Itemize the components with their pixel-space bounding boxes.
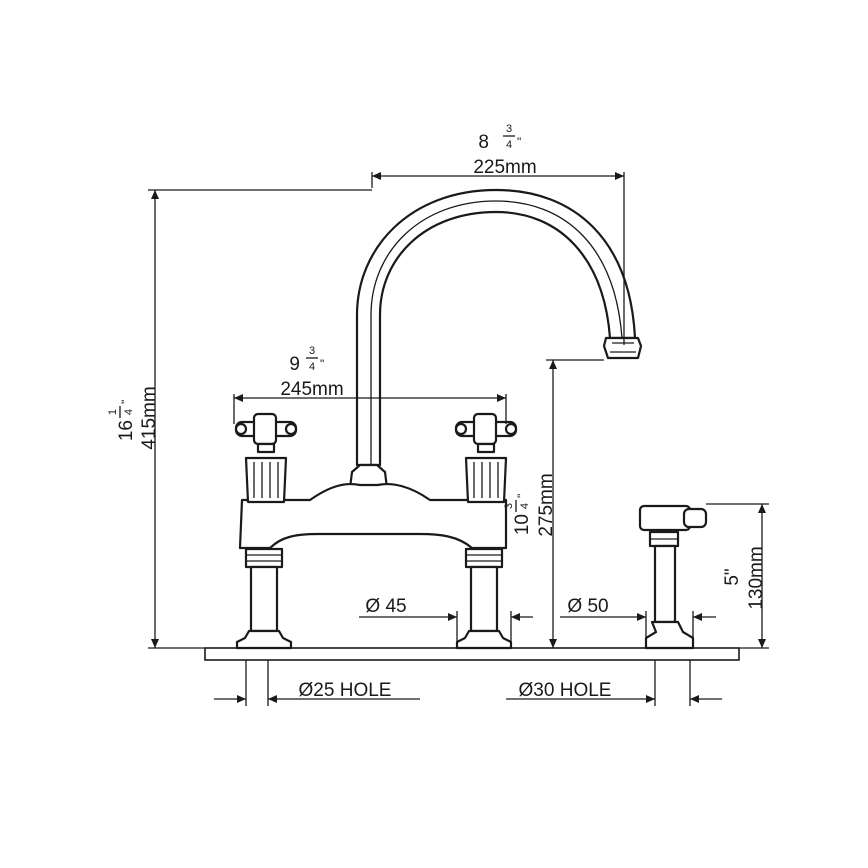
handle-centres-imperial-whole: 9 xyxy=(289,354,300,375)
spray-head xyxy=(638,504,692,532)
overall-height-label: 16 1 4 " xyxy=(107,400,137,441)
spout-height-label: 10 3 4 " xyxy=(503,494,533,535)
dim-spout-reach xyxy=(371,172,625,345)
bridge-body xyxy=(238,483,508,550)
spout-reach-inch-mark: " xyxy=(517,135,521,149)
left-shank-nut xyxy=(244,547,284,569)
handle-centres-fraction-num: 3 xyxy=(309,345,315,357)
right-headwork xyxy=(464,456,508,504)
dim-base-diameter-spray xyxy=(560,611,716,642)
spout-outlet xyxy=(602,336,643,360)
spout-height-imperial-whole: 10 xyxy=(512,514,533,535)
right-base xyxy=(455,629,513,650)
handle-centres-inch-mark: " xyxy=(320,357,324,371)
dim-base-diameter-tap xyxy=(359,611,533,642)
left-headwork xyxy=(244,456,288,504)
spout xyxy=(348,188,643,490)
left-base xyxy=(235,629,293,650)
overall-height-inch-mark: " xyxy=(119,400,133,404)
spout-height-fraction-den: 4 xyxy=(519,503,531,509)
dim-hole-spray xyxy=(506,660,722,706)
base-diameter-tap: Ø 45 xyxy=(365,596,406,617)
side-spray xyxy=(638,504,708,650)
handle-centres-metric: 245mm xyxy=(280,379,343,400)
left-tap xyxy=(234,412,298,650)
spout-reach-imperial-whole: 8 xyxy=(478,132,489,153)
left-shank xyxy=(249,565,279,633)
spray-height-imperial: 5" xyxy=(722,568,743,585)
worktop xyxy=(204,647,740,661)
spout-reach-fraction-num: 3 xyxy=(506,123,512,135)
right-shank-nut xyxy=(464,547,504,569)
overall-height-imperial-whole: 16 xyxy=(116,420,137,441)
dim-spray-height xyxy=(706,503,769,649)
dim-hole-tap xyxy=(214,660,420,706)
spout-height-fraction-num: 3 xyxy=(503,503,515,509)
spray-base xyxy=(644,620,695,650)
dim-handle-centres xyxy=(233,394,507,424)
spout-reach-metric: 225mm xyxy=(473,157,536,178)
spout-height-inch-mark: " xyxy=(515,494,529,498)
spout-reach-fraction-den: 4 xyxy=(506,139,512,151)
dim-overall-height xyxy=(148,189,372,649)
spray-height-metric: 130mm xyxy=(746,546,767,609)
hole-spray: Ø30 HOLE xyxy=(519,680,612,701)
overall-height-fraction-den: 4 xyxy=(123,409,135,415)
overall-height-fraction-num: 1 xyxy=(107,409,119,415)
hole-tap: Ø25 HOLE xyxy=(299,680,392,701)
spray-holder xyxy=(653,544,677,624)
dim-spout-height xyxy=(546,359,604,648)
handle-centres-fraction-den: 4 xyxy=(309,361,315,373)
right-shank xyxy=(469,565,499,633)
spout-height-metric: 275mm xyxy=(536,473,557,536)
overall-height-metric: 415mm xyxy=(139,386,160,449)
base-diameter-spray: Ø 50 xyxy=(567,596,608,617)
right-tap xyxy=(454,412,518,650)
